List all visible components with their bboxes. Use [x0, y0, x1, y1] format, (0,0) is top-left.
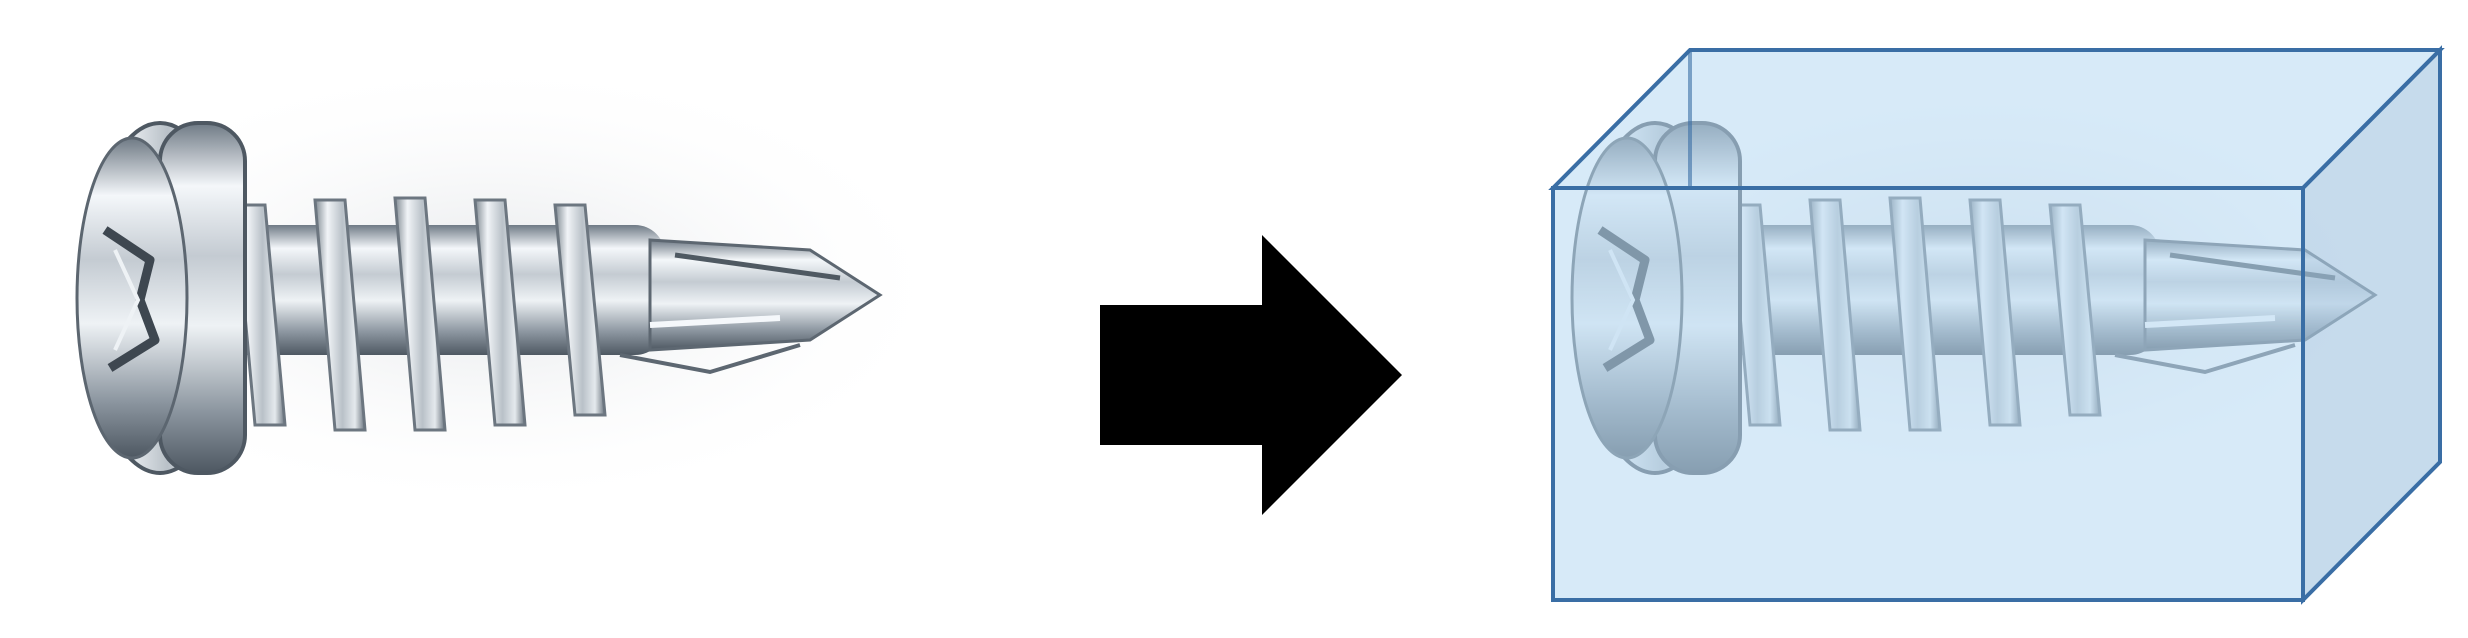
right-arrow-icon	[1100, 235, 1402, 515]
bounded-screw-group	[1515, 45, 2455, 605]
bounding-box-top-face	[1548, 48, 2445, 190]
bounding-box-front-face	[1551, 186, 2305, 602]
bounding-box	[1548, 45, 2445, 605]
left-screw-icon	[20, 55, 960, 515]
